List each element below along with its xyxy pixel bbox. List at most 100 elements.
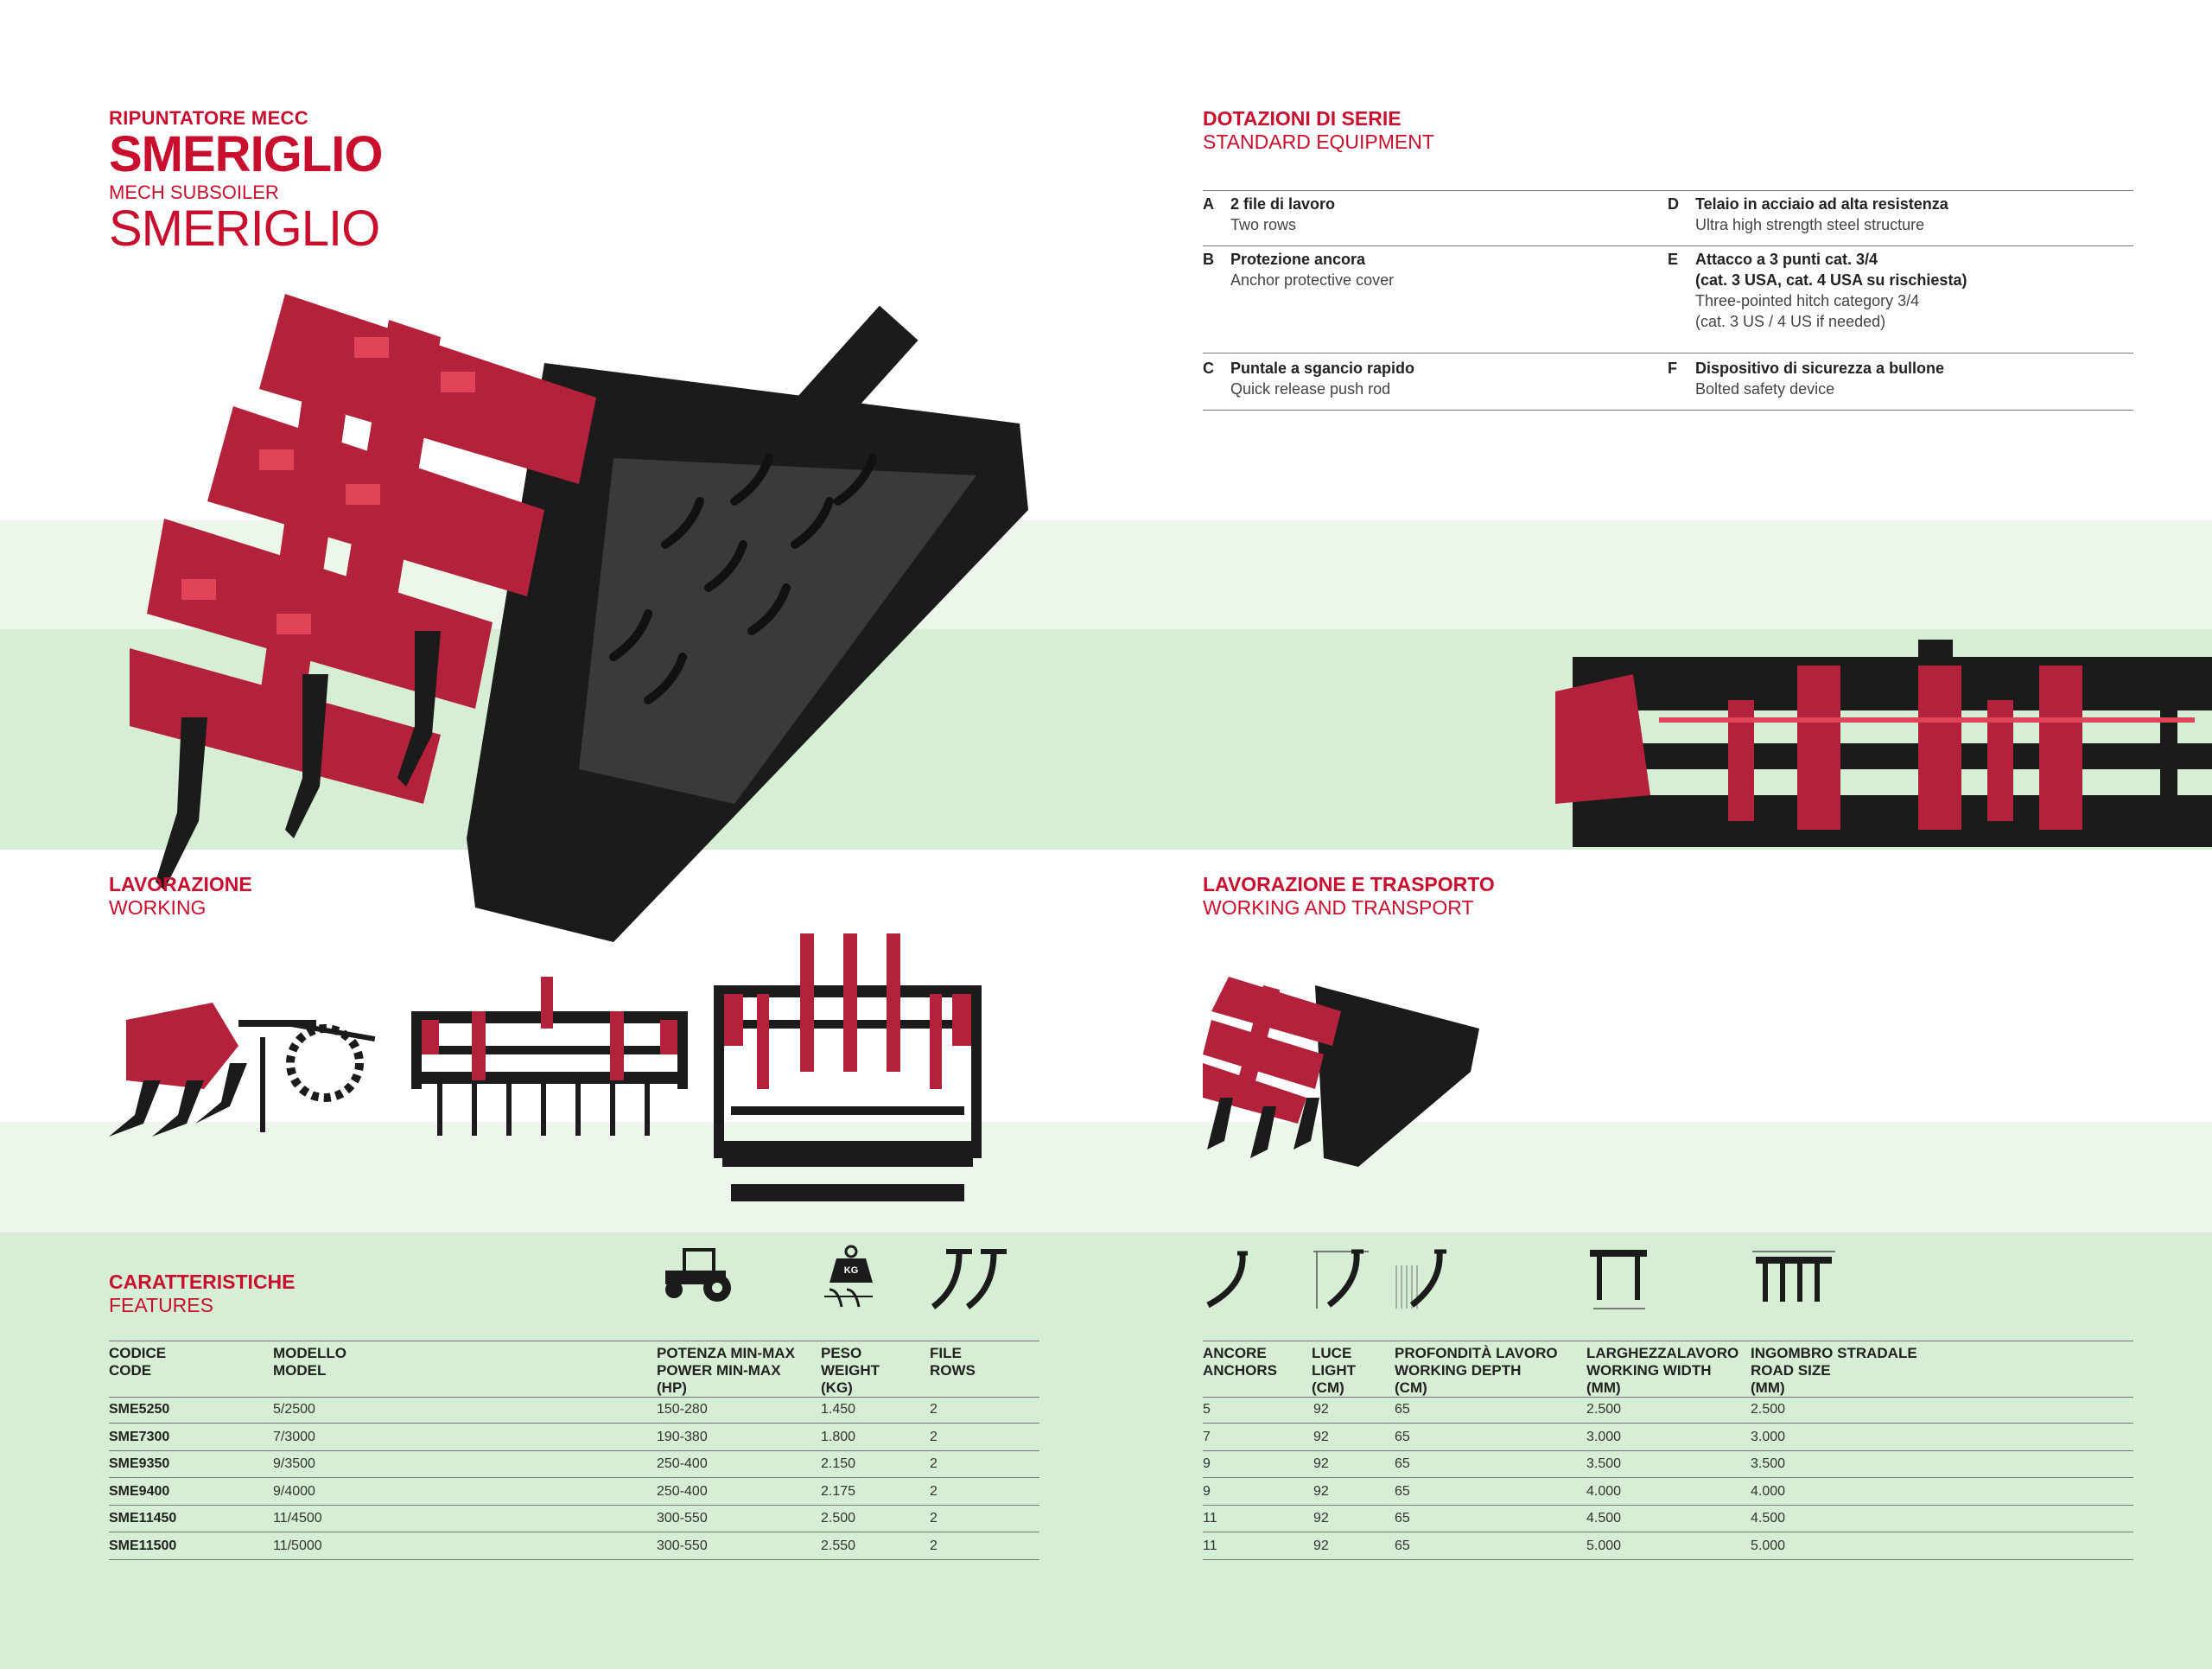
table-cell-power: 250-400: [657, 1483, 708, 1499]
header-text: (KG): [821, 1379, 853, 1396]
header-text: PESO: [821, 1345, 862, 1361]
header-text: LARGHEZZALAVORO: [1586, 1345, 1739, 1361]
table-cell-code: SME5250: [109, 1402, 170, 1417]
header-text: WORKING WIDTH: [1586, 1362, 1712, 1379]
product-kicker-it: RIPUNTATORE MECC: [109, 107, 308, 129]
side-view-image: [109, 1003, 376, 1137]
table-cell-rows: 2: [930, 1429, 938, 1444]
table-row-line: [1203, 1449, 2133, 1451]
features-subtitle: FEATURES: [109, 1294, 213, 1316]
table-cell-power: 190-380: [657, 1429, 708, 1444]
header-text: ANCHORS: [1203, 1362, 1277, 1379]
header-anchors: ANCORE ANCHORS: [1203, 1345, 1277, 1379]
equipment-item-letter: F: [1668, 360, 1677, 377]
table-cell-weight: 1.450: [821, 1402, 856, 1417]
equipment-item-en: Two rows: [1230, 216, 1297, 233]
equipment-item-it-note: (cat. 3 USA, cat. 4 USA su rischiesta): [1695, 271, 1967, 289]
header-text: CODE: [109, 1362, 152, 1379]
table-cell-model: 11/4500: [273, 1511, 322, 1526]
table-cell-power: 150-280: [657, 1402, 708, 1417]
table-cell-model: 11/5000: [273, 1538, 322, 1553]
header-text: WORKING DEPTH: [1395, 1362, 1522, 1379]
header-text: WEIGHT: [821, 1362, 880, 1379]
equipment-item: Puntale a sgancio rapido Quick release p…: [1230, 358, 1414, 399]
transport-title: LAVORAZIONE E TRASPORTO: [1203, 873, 1495, 895]
divider: [1203, 245, 2133, 246]
table-cell-light: 92: [1313, 1538, 1329, 1553]
table-cell-width: 4.500: [1586, 1511, 1622, 1526]
table-cell-code: SME9350: [109, 1456, 170, 1471]
background-band: [0, 1122, 2212, 1233]
divider: [1203, 190, 2133, 191]
header-text: MODELLO: [273, 1345, 346, 1361]
header-code: CODICE CODE: [109, 1345, 166, 1379]
table-cell-model: 7/3000: [273, 1429, 315, 1444]
table-cell-anchors: 9: [1203, 1456, 1211, 1471]
divider: [1203, 410, 2133, 411]
equipment-item: Dispositivo di sicurezza a bullone Bolte…: [1695, 358, 1944, 399]
tractor-icon: [665, 1248, 731, 1302]
table-cell-rows: 2: [930, 1402, 938, 1417]
equipment-item-letter: A: [1203, 195, 1214, 213]
table-cell-width: 4.000: [1586, 1483, 1622, 1499]
table-cell-anchors: 5: [1203, 1402, 1211, 1417]
table-row-line: [1203, 1397, 2133, 1398]
top-view-image: [714, 933, 982, 1201]
equipment-heading: DOTAZIONI DI SERIE STANDARD EQUIPMENT: [1203, 107, 1434, 154]
table-cell-rows: 2: [930, 1456, 938, 1471]
header-text: (MM): [1586, 1379, 1621, 1396]
table-cell-power: 250-400: [657, 1456, 708, 1471]
table-cell-power: 300-550: [657, 1538, 708, 1553]
header-text: (CM): [1312, 1379, 1344, 1396]
equipment-title: DOTAZIONI DI SERIE: [1203, 107, 1402, 130]
rear-view-image: [1555, 640, 2212, 847]
table-cell-weight: 2.500: [821, 1511, 856, 1526]
features-title: CARATTERISTICHE: [109, 1271, 296, 1293]
table-row-line: [1203, 1558, 2133, 1560]
equipment-item-it: Dispositivo di sicurezza a bullone: [1695, 360, 1945, 377]
table-cell-code: SME7300: [109, 1429, 170, 1444]
header-power: POTENZA MIN-MAX POWER MIN-MAX (HP): [657, 1345, 795, 1397]
header-text: INGOMBRO STRADALE: [1751, 1345, 1917, 1361]
header-text: (MM): [1751, 1379, 1785, 1396]
header-text: CODICE: [109, 1345, 167, 1361]
table-cell-width: 3.500: [1586, 1456, 1622, 1471]
transport-heading: LAVORAZIONE E TRASPORTO WORKING AND TRAN…: [1203, 873, 1495, 920]
features-heading: CARATTERISTICHE FEATURES: [109, 1271, 296, 1317]
weight-icon-label: KG: [843, 1265, 859, 1276]
working-width-icon: [1590, 1250, 1647, 1309]
table-cell-light: 92: [1313, 1483, 1329, 1499]
table-cell-depth: 65: [1395, 1483, 1410, 1499]
table-row-line: [109, 1477, 1039, 1478]
header-rows: FILE ROWS: [930, 1345, 976, 1379]
table-cell-weight: 2.175: [821, 1483, 856, 1499]
divider: [1203, 353, 2133, 354]
table-cell-anchors: 11: [1203, 1538, 1217, 1553]
equipment-item: 2 file di lavoro Two rows: [1230, 194, 1335, 235]
table-cell-weight: 1.800: [821, 1429, 856, 1444]
working-title: LAVORAZIONE: [109, 873, 252, 895]
header-text: ROAD SIZE: [1751, 1362, 1831, 1379]
equipment-item: Protezione ancora Anchor protective cove…: [1230, 249, 1394, 290]
header-text: (HP): [657, 1379, 687, 1396]
header-road: INGOMBRO STRADALE ROAD SIZE (MM): [1751, 1345, 1917, 1397]
header-width: LARGHEZZALAVORO WORKING WIDTH (MM): [1586, 1345, 1738, 1397]
header-text: MODEL: [273, 1362, 327, 1379]
product-title: RIPUNTATORE MECC SMERIGLIO MECH SUBSOILE…: [109, 107, 383, 254]
equipment-item-en: Three-pointed hitch category 3/4: [1695, 292, 1920, 309]
table-cell-depth: 65: [1395, 1429, 1410, 1444]
table-cell-road: 5.000: [1751, 1538, 1786, 1553]
equipment-item-en: Quick release push rod: [1230, 380, 1391, 398]
equipment-item-it: 2 file di lavoro: [1230, 195, 1336, 213]
table-cell-light: 92: [1313, 1456, 1329, 1471]
table-cell-width: 5.000: [1586, 1538, 1622, 1553]
header-light: LUCE LIGHT (CM): [1312, 1345, 1356, 1397]
table-cell-road: 4.000: [1751, 1483, 1786, 1499]
table-cell-depth: 65: [1395, 1456, 1410, 1471]
table-cell-width: 3.000: [1586, 1429, 1622, 1444]
table-cell-model: 9/4000: [273, 1483, 315, 1499]
working-heading: LAVORAZIONE WORKING: [109, 873, 252, 920]
table-cell-model: 9/3500: [273, 1456, 315, 1471]
header-text: PROFONDITÀ LAVORO: [1395, 1345, 1558, 1361]
header-depth: PROFONDITÀ LAVORO WORKING DEPTH (CM): [1395, 1345, 1558, 1397]
